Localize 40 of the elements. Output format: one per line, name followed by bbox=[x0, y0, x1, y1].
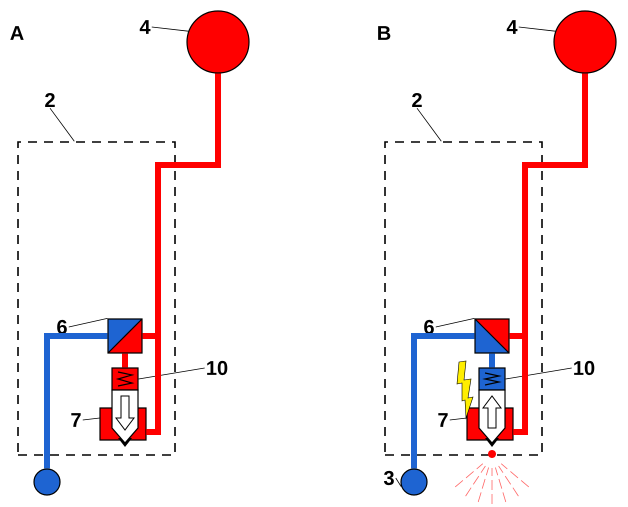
callout-number: 3 bbox=[384, 470, 394, 486]
callout-number: 2 bbox=[412, 93, 422, 107]
panel-letter: A bbox=[10, 26, 24, 40]
callout-number: 2 bbox=[45, 93, 55, 107]
pump-circle bbox=[400, 468, 428, 496]
leader-line bbox=[449, 418, 468, 420]
leader-line bbox=[416, 108, 442, 142]
leader-line bbox=[151, 26, 189, 32]
leader-line bbox=[82, 418, 100, 420]
spring-chamber bbox=[478, 367, 506, 391]
dashed-boundary bbox=[17, 141, 176, 456]
pipe bbox=[489, 354, 495, 368]
dashed-boundary bbox=[384, 141, 543, 456]
pump-circle bbox=[33, 468, 61, 496]
panel-letter: B bbox=[378, 26, 390, 40]
piston-drawing bbox=[466, 389, 514, 447]
pipe bbox=[411, 333, 474, 468]
leader-line bbox=[138, 368, 206, 380]
callout-number: 4 bbox=[140, 20, 150, 34]
callout-number: 4 bbox=[506, 20, 518, 34]
callout-number: 7 bbox=[71, 413, 81, 427]
leader-line bbox=[505, 368, 572, 380]
callout-number: 10 bbox=[574, 360, 594, 376]
leader-line bbox=[435, 318, 475, 328]
pipe bbox=[122, 354, 128, 368]
tank-circle bbox=[553, 10, 617, 74]
pipe bbox=[146, 74, 221, 435]
leader-line bbox=[395, 478, 402, 488]
leader-line bbox=[518, 26, 556, 32]
valve-symbol bbox=[474, 318, 510, 354]
piston-drawing bbox=[99, 389, 147, 447]
callout-number: 10 bbox=[207, 360, 228, 376]
valve-symbol bbox=[107, 318, 143, 354]
spring-chamber bbox=[111, 367, 139, 391]
leader-line bbox=[68, 318, 108, 328]
callout-number: 7 bbox=[438, 413, 448, 427]
pipe bbox=[513, 74, 588, 435]
tank-circle bbox=[186, 10, 250, 74]
pipe bbox=[44, 333, 108, 468]
leader-line bbox=[50, 108, 75, 142]
